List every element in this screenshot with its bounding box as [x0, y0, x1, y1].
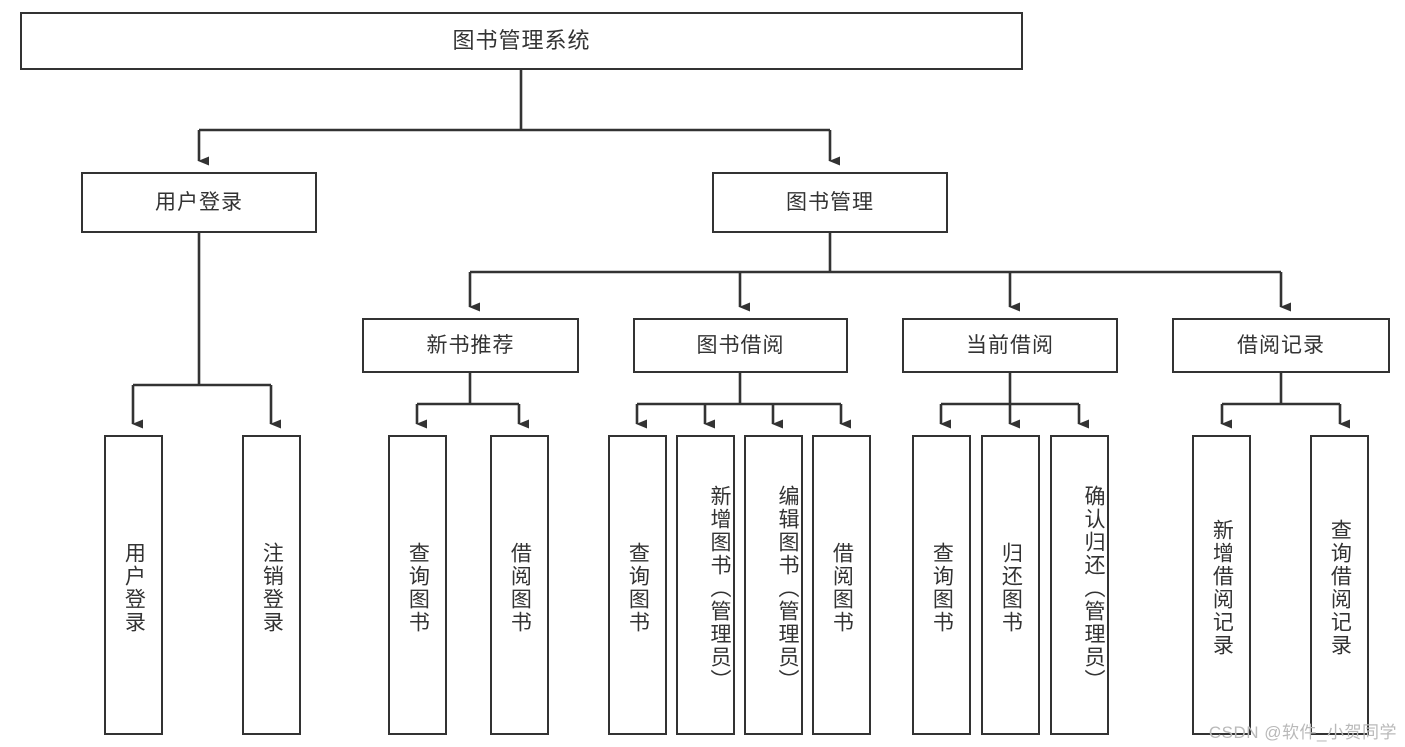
leaf-newbook-query-book[interactable]: 查询图书 [388, 435, 447, 735]
node-book-management[interactable]: 图书管理 [712, 172, 948, 233]
leaf-user-logout[interactable]: 注销登录 [242, 435, 301, 735]
node-label: 新增图书（管理员） [708, 484, 731, 692]
node-label: 确认归还（管理员） [1082, 484, 1105, 692]
node-label: 用户登录 [155, 190, 243, 214]
node-label: 当前借阅 [966, 333, 1054, 357]
node-label: 查询借阅记录 [1328, 519, 1352, 657]
leaf-user-login[interactable]: 用户登录 [104, 435, 163, 735]
leaf-current-return-book[interactable]: 归还图书 [981, 435, 1040, 735]
node-label: 图书管理系统 [452, 28, 591, 54]
leaf-borrow-query-book[interactable]: 查询图书 [608, 435, 667, 735]
node-label: 借阅图书 [830, 542, 854, 634]
leaf-current-query-book[interactable]: 查询图书 [912, 435, 971, 735]
node-label: 新增借阅记录 [1210, 519, 1234, 657]
node-borrow-record[interactable]: 借阅记录 [1172, 318, 1390, 373]
node-label: 查询图书 [930, 542, 954, 634]
leaf-borrow-add-book-admin[interactable]: 新增图书（管理员） [676, 435, 735, 735]
node-new-book-recommend[interactable]: 新书推荐 [362, 318, 579, 373]
leaf-current-confirm-return-admin[interactable]: 确认归还（管理员） [1050, 435, 1109, 735]
node-label: 新书推荐 [426, 333, 515, 357]
watermark-text: CSDN @软件_小贺同学 [1208, 723, 1397, 742]
leaf-newbook-borrow-book[interactable]: 借阅图书 [490, 435, 549, 735]
node-label: 图书管理 [786, 190, 874, 214]
node-label: 用户登录 [122, 542, 146, 634]
leaf-record-query-borrow-record[interactable]: 查询借阅记录 [1310, 435, 1369, 735]
node-label: 图书借阅 [696, 333, 785, 357]
node-current-borrow[interactable]: 当前借阅 [902, 318, 1118, 373]
node-label: 借阅记录 [1237, 333, 1325, 357]
node-label: 借阅图书 [508, 542, 532, 634]
node-label: 编辑图书（管理员） [776, 484, 799, 692]
node-label: 查询图书 [406, 542, 430, 634]
node-root-system[interactable]: 图书管理系统 [20, 12, 1023, 70]
node-user-login[interactable]: 用户登录 [81, 172, 317, 233]
node-label: 注销登录 [260, 542, 284, 634]
node-book-borrow[interactable]: 图书借阅 [633, 318, 848, 373]
leaf-borrow-edit-book-admin[interactable]: 编辑图书（管理员） [744, 435, 803, 735]
node-label: 查询图书 [626, 542, 650, 634]
node-label: 归还图书 [999, 542, 1023, 634]
leaf-record-add-borrow-record[interactable]: 新增借阅记录 [1192, 435, 1251, 735]
leaf-borrow-borrow-book[interactable]: 借阅图书 [812, 435, 871, 735]
